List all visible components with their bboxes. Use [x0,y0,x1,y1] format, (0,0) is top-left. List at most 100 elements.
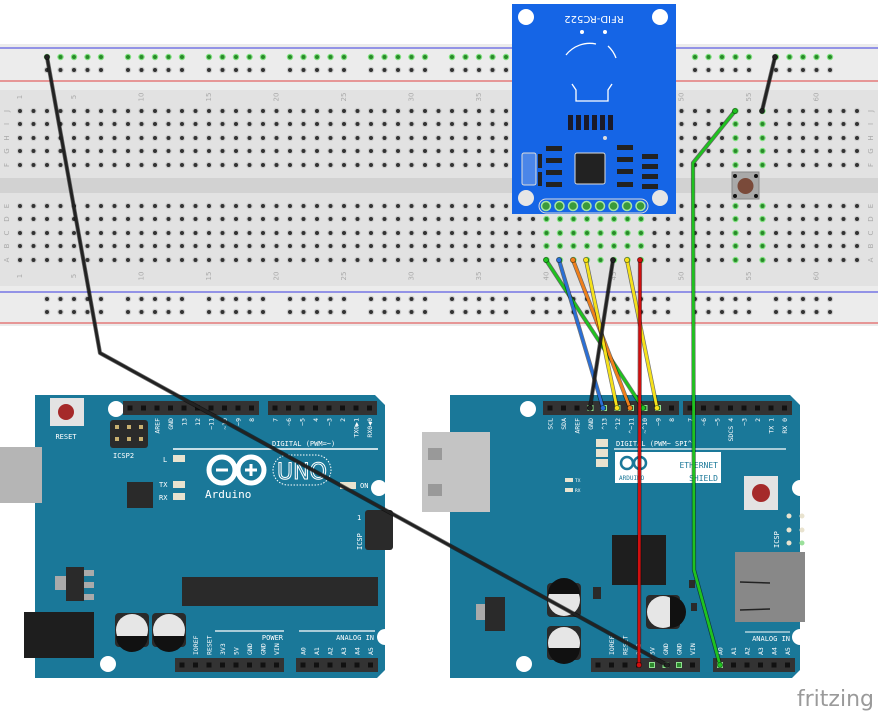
breadboard-hole[interactable] [165,202,172,210]
breadboard-hole[interactable] [462,256,469,264]
breadboard-hole[interactable] [813,215,820,223]
breadboard-hole[interactable] [340,134,348,142]
rail-hole[interactable] [151,295,159,303]
rail-hole[interactable] [502,66,510,74]
breadboard-hole[interactable] [840,215,847,223]
breadboard-hole[interactable] [192,242,199,250]
breadboard-hole[interactable] [340,229,348,237]
breadboard-hole[interactable] [732,120,739,128]
breadboard-hole[interactable] [691,107,699,115]
breadboard-hole[interactable] [421,215,429,223]
breadboard-hole[interactable] [732,229,739,237]
breadboard-hole[interactable] [732,147,739,155]
breadboard-hole[interactable] [70,134,78,142]
breadboard-hole[interactable] [30,147,37,155]
breadboard-hole[interactable] [367,120,375,128]
breadboard-hole[interactable] [205,242,213,250]
breadboard-hole[interactable] [151,229,159,237]
breadboard-hole[interactable] [30,134,37,142]
breadboard-hole[interactable] [489,134,496,142]
breadboard-hole[interactable] [327,107,334,115]
breadboard-hole[interactable] [16,107,24,115]
breadboard-hole[interactable] [327,161,334,169]
header-pin[interactable] [744,662,750,668]
breadboard-hole[interactable] [178,120,186,128]
breadboard-hole[interactable] [718,215,726,223]
breadboard-hole[interactable] [354,134,361,142]
breadboard-hole[interactable] [597,242,604,250]
wire-end[interactable] [636,662,643,669]
breadboard-hole[interactable] [219,215,226,223]
header-pin[interactable] [622,662,628,668]
header-pin[interactable] [728,405,733,411]
rfid-pin[interactable] [581,200,592,212]
rail-hole[interactable] [475,53,483,61]
breadboard-hole[interactable] [70,107,78,115]
rail-hole[interactable] [70,53,78,61]
rail-hole[interactable] [475,308,483,316]
rail-hole[interactable] [165,308,172,316]
breadboard-hole[interactable] [219,242,226,250]
breadboard-hole[interactable] [853,202,861,210]
breadboard-hole[interactable] [286,229,294,237]
rail-hole[interactable] [489,308,496,316]
rail-hole[interactable] [408,66,415,74]
breadboard-hole[interactable] [300,107,307,115]
breadboard-hole[interactable] [165,215,172,223]
breadboard-hole[interactable] [205,215,213,223]
breadboard-hole[interactable] [556,229,564,237]
rail-hole[interactable] [462,308,469,316]
breadboard-hole[interactable] [192,120,199,128]
breadboard-hole[interactable] [799,147,807,155]
breadboard-hole[interactable] [111,147,118,155]
breadboard-hole[interactable] [138,134,145,142]
breadboard-hole[interactable] [718,256,726,264]
breadboard-hole[interactable] [354,242,361,250]
breadboard-hole[interactable] [232,256,240,264]
rail-hole[interactable] [381,295,388,303]
breadboard-hole[interactable] [151,202,159,210]
breadboard-hole[interactable] [786,242,793,250]
breadboard-hole[interactable] [597,256,604,264]
breadboard-hole[interactable] [718,134,726,142]
rail-hole[interactable] [718,308,726,316]
breadboard-hole[interactable] [691,134,699,142]
breadboard-hole[interactable] [759,202,766,210]
rail-hole[interactable] [286,308,294,316]
breadboard-hole[interactable] [732,202,739,210]
header-pin[interactable] [367,405,372,411]
breadboard-hole[interactable] [340,161,348,169]
breadboard-hole[interactable] [205,229,213,237]
rail-hole[interactable] [300,66,307,74]
breadboard-hole[interactable] [97,202,105,210]
rail-hole[interactable] [165,295,172,303]
breadboard-hole[interactable] [151,161,159,169]
rail-hole[interactable] [205,295,213,303]
breadboard-hole[interactable] [381,202,388,210]
breadboard-hole[interactable] [70,120,78,128]
breadboard-hole[interactable] [286,134,294,142]
rail-hole[interactable] [826,295,834,303]
breadboard-hole[interactable] [138,202,145,210]
breadboard-hole[interactable] [246,147,253,155]
rail-hole[interactable] [408,295,415,303]
breadboard-hole[interactable] [448,229,456,237]
breadboard-hole[interactable] [732,242,739,250]
breadboard-hole[interactable] [327,256,334,264]
breadboard-hole[interactable] [151,256,159,264]
breadboard-hole[interactable] [448,242,456,250]
rail-hole[interactable] [502,308,510,316]
breadboard-hole[interactable] [394,256,402,264]
breadboard-hole[interactable] [70,147,78,155]
breadboard-hole[interactable] [408,134,415,142]
breadboard-hole[interactable] [745,215,753,223]
breadboard-hole[interactable] [219,229,226,237]
header-pin[interactable] [609,662,614,668]
rail-hole[interactable] [286,66,294,74]
breadboard-hole[interactable] [853,107,861,115]
breadboard-hole[interactable] [583,215,591,223]
breadboard-hole[interactable] [826,256,834,264]
breadboard-hole[interactable] [705,202,712,210]
breadboard-hole[interactable] [421,229,429,237]
breadboard-hole[interactable] [745,229,753,237]
